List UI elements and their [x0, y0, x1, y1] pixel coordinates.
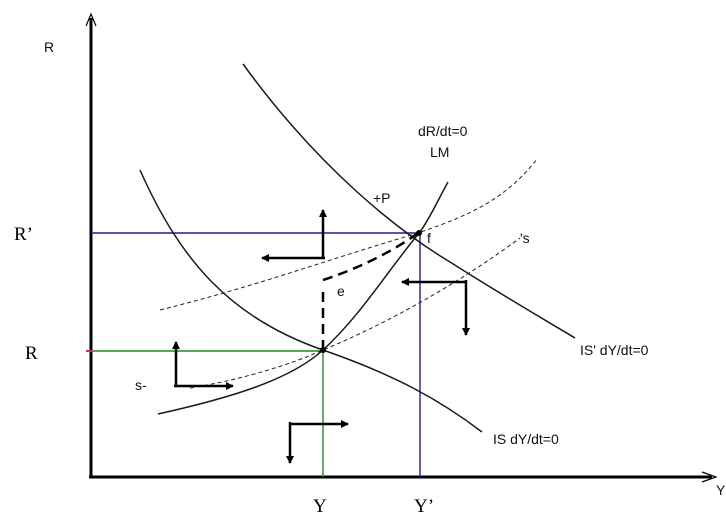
saddle-path-label-right: 's — [520, 230, 530, 246]
transition-dashed-curve — [322, 231, 419, 282]
saddle-path-label-left: s- — [135, 377, 147, 393]
is-curve — [139, 169, 483, 433]
x-axis-label: Y — [716, 482, 726, 498]
is-prime-label: IS' dY/dt=0 — [580, 342, 649, 358]
equilibrium-point-f — [416, 230, 422, 236]
lm-label-line1: dR/dt=0 — [418, 123, 468, 139]
r-prime-tick-label: R’ — [14, 224, 33, 245]
y-prime-tick-label: Y’ — [414, 496, 434, 517]
r-tick-label: R — [25, 343, 38, 364]
point-p-label: +P — [373, 190, 391, 206]
lm-curve — [157, 181, 449, 415]
is-prime-curve — [242, 63, 576, 339]
direction-arrow-top-left — [261, 209, 327, 262]
point-e-label: e — [337, 283, 345, 299]
saddle-path-upper — [159, 157, 539, 311]
y-tick-label: Y — [313, 496, 327, 517]
point-f-label: f — [427, 230, 431, 246]
direction-arrow-bottom — [286, 420, 349, 464]
lm-label-line2: LM — [430, 144, 449, 160]
saddle-path-lower — [189, 237, 521, 389]
is-label: IS dY/dt=0 — [493, 431, 559, 447]
x-axis-arrowhead — [701, 471, 718, 483]
direction-arrow-left — [172, 341, 234, 390]
y-axis-label: R — [44, 39, 54, 55]
y-axis-arrowhead — [85, 12, 97, 27]
direction-arrow-right — [401, 278, 470, 336]
equilibrium-point-e — [320, 347, 326, 353]
